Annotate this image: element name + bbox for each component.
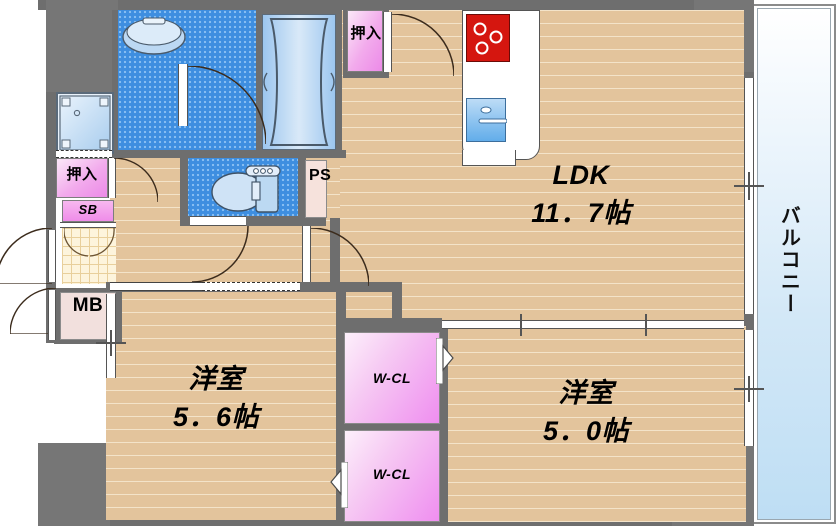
ldk-floor [337,10,744,330]
bath-door-panel[interactable] [178,64,188,126]
balcony-label: バルコニー [777,205,800,315]
kitchen-sink-icon [478,106,507,124]
ldk-area-label: 11．7帖 [531,198,631,228]
toilet-icon [211,165,281,213]
ldk-name-label: LDK [552,160,610,190]
wcl-upper-label: W-CL [372,370,412,386]
pipe-shaft [305,160,327,218]
oshiire-left [56,158,108,198]
kitchen-sink [466,98,507,142]
structural-void-top-left [46,0,118,92]
bath-wall-outer [112,10,118,156]
bathtub-icon [263,18,335,146]
wcl-lower-label: W-CL [372,466,412,482]
structural-pillar-bottom-left [38,443,110,526]
bathtub [262,14,336,150]
room-b-area-label: 5．0帖 [542,416,630,446]
exterior-wall-left-upper [46,0,56,230]
room-b-name-label: 洋室 [558,378,614,408]
gas-stove [466,14,510,62]
gas-stove-icon [473,22,503,55]
room-b-sash-tick-1 [520,314,522,336]
room-a-sliding-door-right[interactable] [202,282,300,291]
bath-wall-bottom [112,150,346,158]
ldk-bottom-wall [340,282,400,292]
wcl-upper-door[interactable] [436,338,454,384]
toilet-door-opening[interactable] [190,216,246,226]
oshiire-left-door[interactable] [108,158,116,198]
mb-label-text: MB [72,295,104,316]
wcl-lower-door[interactable] [330,462,348,508]
oshiire-top-label: 押入 [350,25,382,42]
room-b-window-tick-v [748,376,750,402]
oshiire-left-label: 押入 [66,166,98,183]
wash-basin-icon [122,17,186,55]
entrance-tile-floor [62,228,116,284]
washing-machine-icon [59,95,111,151]
washing-machine-pan [56,92,114,154]
ldk-window-tick-v [748,172,750,200]
ldk-entry-door-leaf[interactable] [302,226,311,282]
room-b-floor [440,326,746,522]
balcony-area [757,8,831,520]
toilet-wall-left [180,158,188,226]
room-a-area-label: 5．6帖 [172,402,260,432]
entrance-step-line [60,222,116,228]
toilet-wall-bottom [180,216,326,226]
ldk-room-b-divider [346,318,442,328]
shoe-box [62,200,114,222]
room-a-floor [106,286,346,520]
oshiire-top [347,10,383,72]
room-a-window-tick-v [110,330,112,356]
toilet-fixture [208,162,294,216]
kitchen-counter-extension [462,150,516,166]
toilet-wall-right [298,158,306,218]
sb-label: SB [78,202,98,217]
exterior-wall-top [38,0,752,10]
secondary-door-leaf[interactable] [48,290,56,340]
ps-label: PS [309,167,332,184]
oshiire-left-slider[interactable] [56,150,112,158]
room-a-name-label: 洋室 [188,364,244,394]
room-a-sliding-door-left[interactable] [110,282,202,291]
ldk-room-b-divider-step [392,282,402,322]
entrance-door-leaf[interactable] [48,230,56,282]
room-b-sash-tick-2 [645,314,647,336]
oshiire-top-door[interactable] [383,12,392,72]
ldk-partition-wall-left [330,218,340,292]
room-b-top-sash[interactable] [442,320,744,329]
wcl-lower [344,430,440,522]
wash-basin [120,12,188,56]
mb-label: MB [62,296,114,315]
